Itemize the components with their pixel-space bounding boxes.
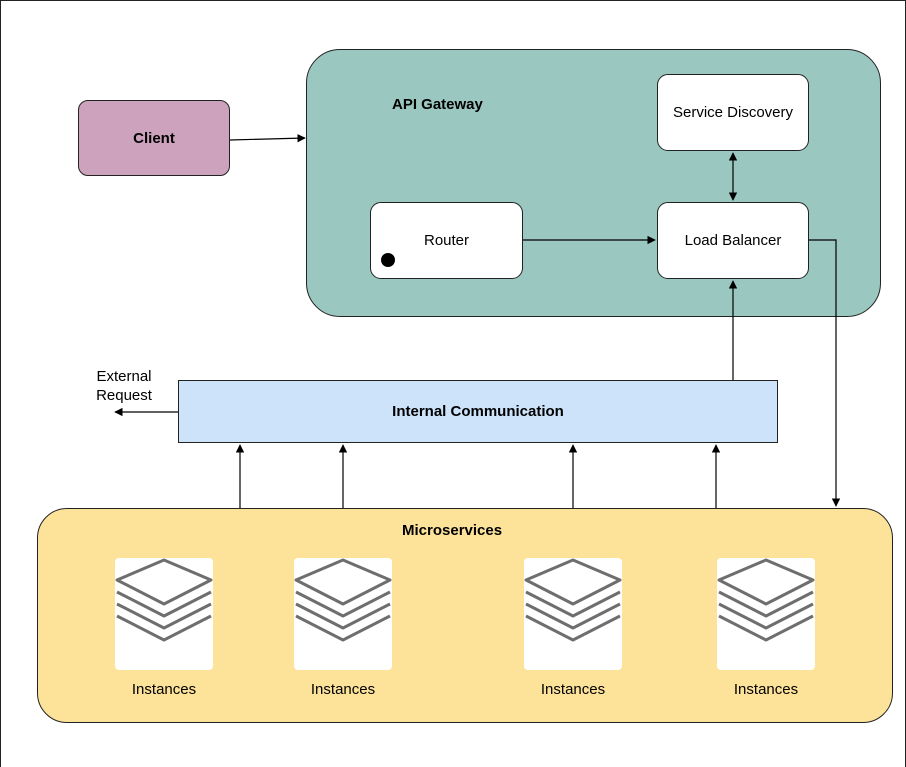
layers-stack-icon [717, 558, 815, 670]
microservices-title: Microservices [402, 522, 503, 539]
layers-stack-icon [115, 558, 213, 670]
client-label: Client [133, 129, 175, 147]
load-balancer-node: Load Balancer [657, 202, 809, 279]
internal-communication-node: Internal Communication [178, 380, 778, 443]
service-discovery-label: Service Discovery [672, 104, 794, 121]
router-node: Router [370, 202, 523, 279]
instance-label: Instances [131, 681, 197, 698]
layers-stack-icon [294, 558, 392, 670]
load-balancer-label: Load Balancer [684, 232, 782, 249]
api-gateway-title: API Gateway [392, 96, 483, 113]
instance-label: Instances [310, 681, 376, 698]
instance-label: Instances [733, 681, 799, 698]
client-to-gateway-arrow [229, 134, 306, 143]
instance-label: Instances [540, 681, 606, 698]
load-balancer-to-microservices-arrow [809, 239, 841, 507]
layers-stack-icon [524, 558, 622, 670]
external-request-label: External Request [96, 368, 152, 404]
internal-communication-label: Internal Communication [392, 403, 564, 420]
client-node: Client [78, 100, 230, 176]
router-dot-icon [381, 253, 395, 267]
service-discovery-node: Service Discovery [657, 74, 809, 151]
router-label: Router [423, 232, 470, 249]
